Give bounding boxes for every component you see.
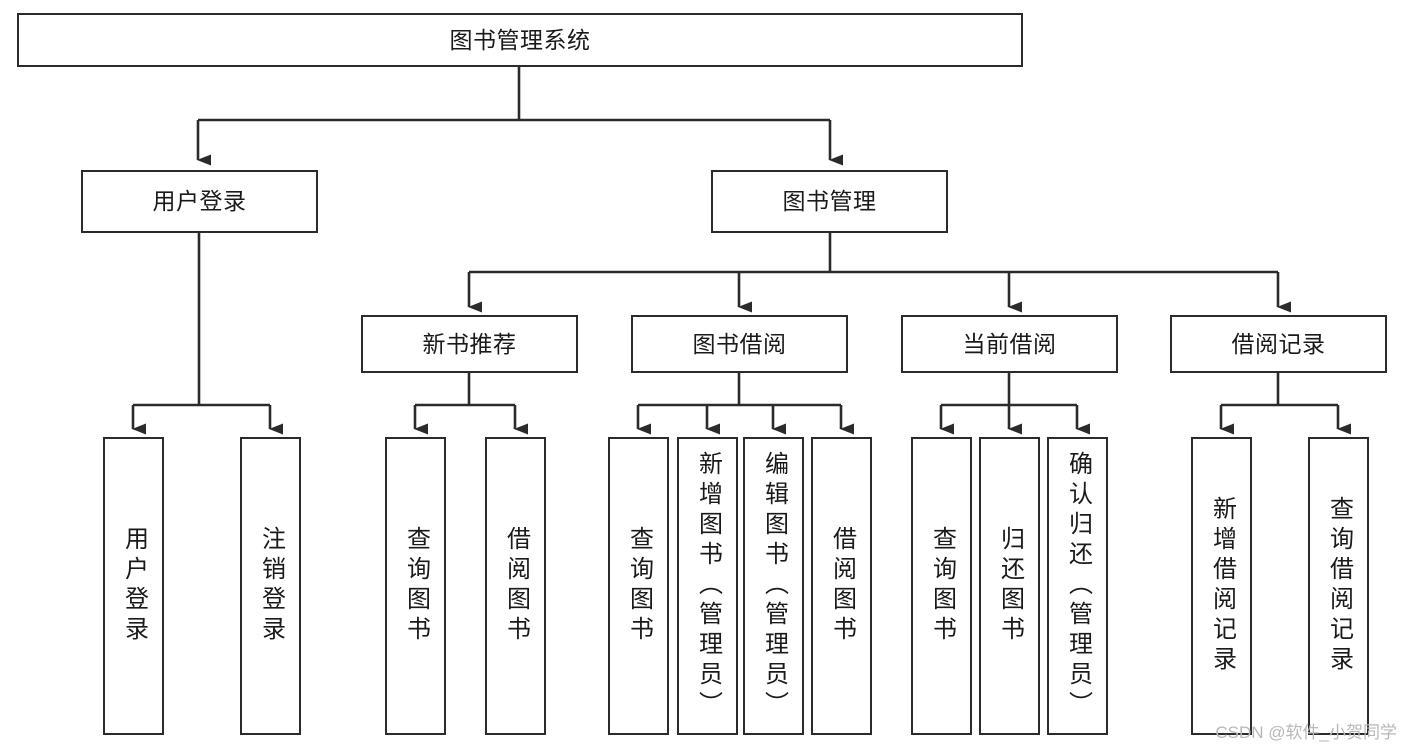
node-label: 归还图书 <box>996 526 1024 646</box>
leaf-current-confirm-return-admin[interactable]: 确认归还（管理员） <box>1047 437 1108 735</box>
watermark-text: CSDN @软件_小贺同学 <box>1215 723 1397 742</box>
node-label: 查询借阅记录 <box>1325 496 1353 676</box>
leaf-borrow-borrow-book[interactable]: 借阅图书 <box>811 437 872 735</box>
node-label: 确认归还（管理员） <box>1064 451 1092 721</box>
node-label: 借阅记录 <box>1231 330 1326 357</box>
node-label: 图书管理系统 <box>449 26 591 53</box>
node-label: 查询图书 <box>402 526 430 646</box>
node-label: 图书借阅 <box>692 330 787 357</box>
node-book-borrow[interactable]: 图书借阅 <box>631 315 848 373</box>
node-label: 用户登录 <box>120 526 148 646</box>
leaf-borrow-add-book-admin[interactable]: 新增图书（管理员） <box>677 437 738 735</box>
node-label: 注销登录 <box>257 526 285 646</box>
node-label: 借阅图书 <box>828 526 856 646</box>
node-root-system[interactable]: 图书管理系统 <box>17 13 1023 67</box>
node-label: 图书管理 <box>782 188 877 215</box>
leaf-user-login-logout[interactable]: 注销登录 <box>240 437 301 735</box>
leaf-record-query-record[interactable]: 查询借阅记录 <box>1308 437 1369 735</box>
node-label: 新增借阅记录 <box>1208 496 1236 676</box>
leaf-current-query-book[interactable]: 查询图书 <box>911 437 972 735</box>
node-label: 用户登录 <box>152 188 247 215</box>
leaf-user-login-login[interactable]: 用户登录 <box>103 437 164 735</box>
node-new-book-recommend[interactable]: 新书推荐 <box>361 315 578 373</box>
node-label: 当前借阅 <box>962 330 1057 357</box>
node-label: 查询图书 <box>625 526 653 646</box>
node-label: 编辑图书（管理员） <box>760 451 788 721</box>
node-label: 借阅图书 <box>502 526 530 646</box>
node-borrow-record[interactable]: 借阅记录 <box>1170 315 1387 373</box>
leaf-recommend-query-book[interactable]: 查询图书 <box>385 437 446 735</box>
node-label: 查询图书 <box>928 526 956 646</box>
node-label: 新增图书（管理员） <box>694 451 722 721</box>
leaf-record-add-record[interactable]: 新增借阅记录 <box>1191 437 1252 735</box>
node-book-management[interactable]: 图书管理 <box>711 170 948 233</box>
node-label: 新书推荐 <box>422 330 517 357</box>
leaf-borrow-edit-book-admin[interactable]: 编辑图书（管理员） <box>743 437 804 735</box>
leaf-recommend-borrow-book[interactable]: 借阅图书 <box>485 437 546 735</box>
leaf-current-return-book[interactable]: 归还图书 <box>979 437 1040 735</box>
leaf-borrow-query-book[interactable]: 查询图书 <box>608 437 669 735</box>
node-user-login[interactable]: 用户登录 <box>81 170 318 233</box>
node-current-borrow[interactable]: 当前借阅 <box>901 315 1118 373</box>
